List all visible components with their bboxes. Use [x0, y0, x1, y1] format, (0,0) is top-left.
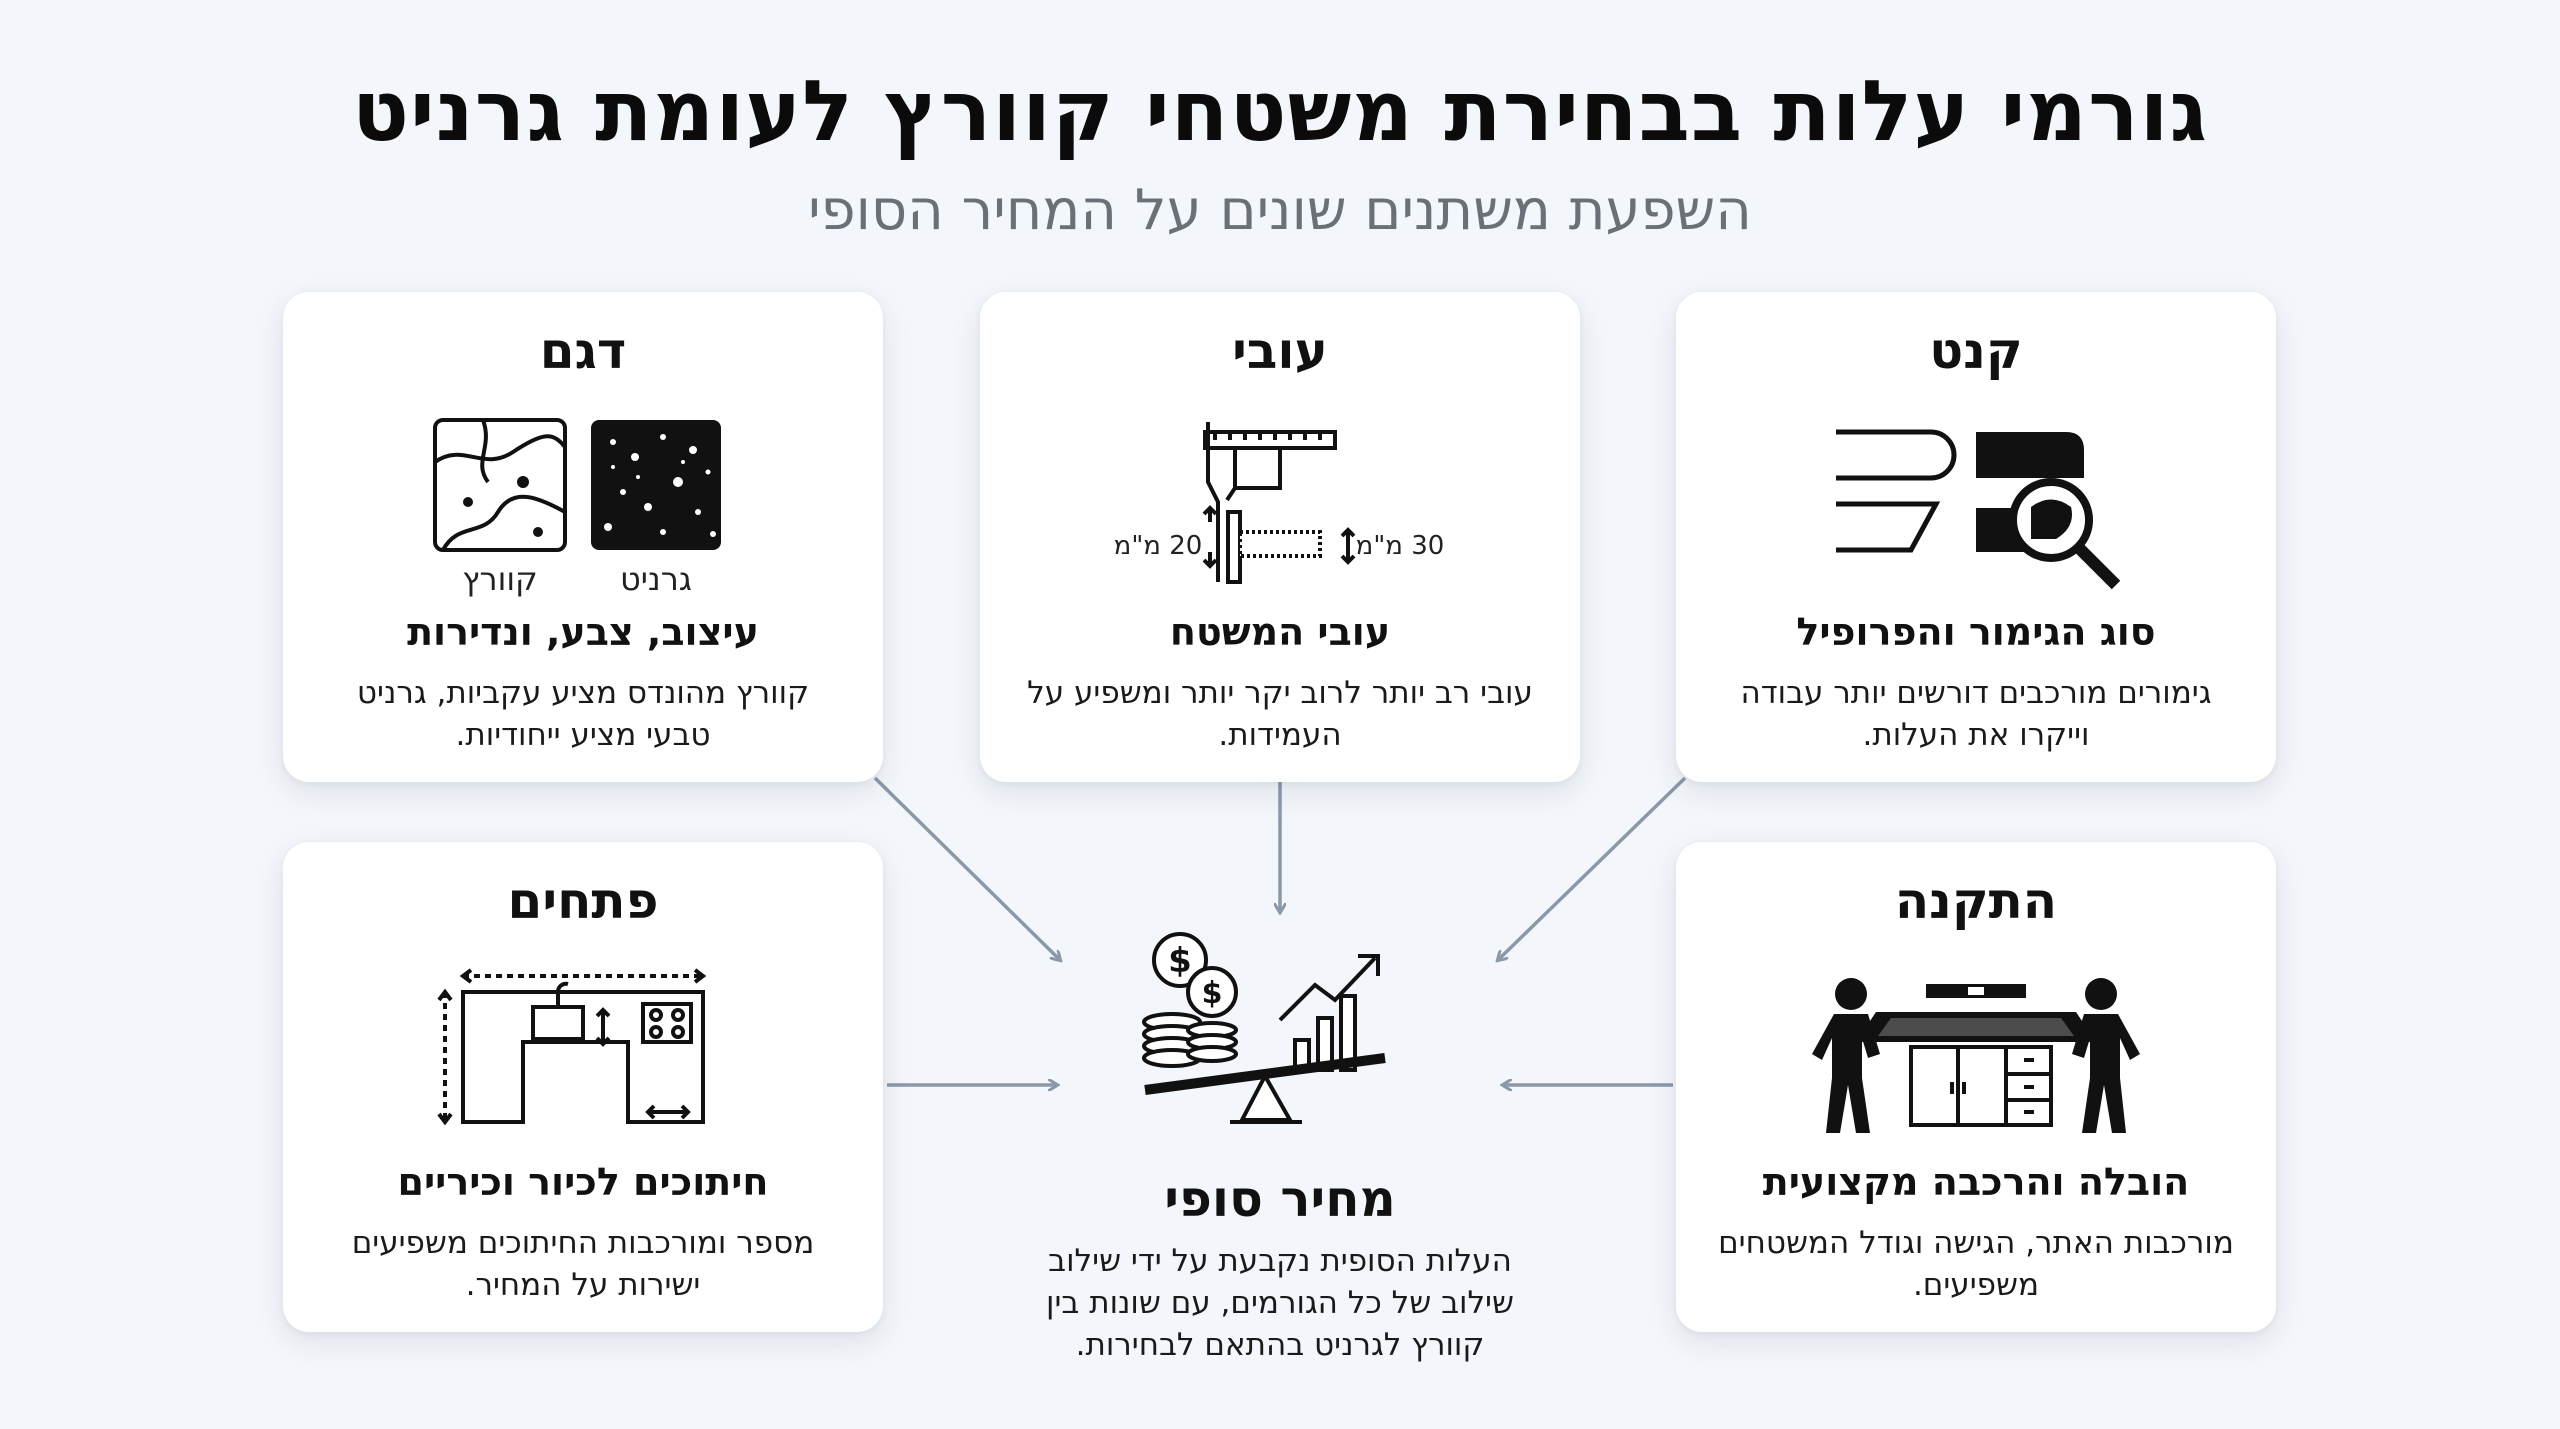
card-title: קנט	[1929, 322, 2023, 380]
card-title: דגם	[539, 322, 627, 380]
page-title: גורמי עלות בבחירת משטחי קוורץ לעומת גרני…	[351, 62, 2209, 160]
card-heading: עובי המשטח	[1169, 610, 1391, 654]
card-heading: עיצוב, צבע, ונדירות	[407, 610, 759, 654]
card-cutouts: פתחים חיתוכים לכיור וכיריים מספר ומורכבו…	[283, 842, 883, 1332]
kitchen-layout-icon	[437, 968, 707, 1126]
card-title: פתחים	[507, 872, 659, 930]
card-heading: חיתוכים לכיור וכיריים	[397, 1160, 769, 1204]
card-description: מספר ומורכבות החיתוכים משפיעים ישירות על…	[351, 1225, 815, 1303]
quartz-sample-icon	[433, 418, 567, 552]
card-pattern: דגם גרניט קוורץ עיצוב, צבע, ונדירות ק	[283, 292, 883, 782]
card-heading: הובלה והרכבה מקצועית	[1762, 1160, 2190, 1204]
svg-text:$: $	[1168, 941, 1192, 981]
granite-label: גרניט	[620, 560, 692, 598]
price-balance-icon: $ $	[1142, 932, 1386, 1124]
granite-sample-icon	[591, 420, 721, 550]
card-description: קוורץ מהונדס מציע עקביות, גרניט טבעי מצי…	[356, 675, 810, 753]
workers-installing-icon	[1812, 978, 2140, 1133]
sample-comparison-icon: גרניט קוורץ	[433, 418, 721, 598]
card-edge: קנט סוג הגימור והפרופיל גימורים מורכבים …	[1676, 292, 2276, 782]
thickness-30-label: 30 מ"מ	[1356, 531, 1445, 561]
quartz-label: קוורץ	[462, 560, 537, 598]
final-description: העלות הסופית נקבעת על ידי שילוב שילוב של…	[1046, 1243, 1514, 1363]
thickness-20-label: 20 מ"מ	[1114, 531, 1203, 561]
card-description: גימורים מורכבים דורשים יותר עבודה וייקרו…	[1740, 675, 2212, 753]
card-heading: סוג הגימור והפרופיל	[1796, 610, 2156, 654]
page-subtitle: השפעת משתנים שונים על המחיר הסופי	[808, 178, 1752, 243]
card-description: מורכבות האתר, הגישה וגודל המשטחים משפיעי…	[1718, 1225, 2234, 1303]
final-heading: מחיר סופי	[1164, 1170, 1396, 1228]
card-title: עובי	[1232, 322, 1328, 380]
card-description: עובי רב יותר לרוב יקר יותר ומשפיע על העמ…	[1027, 675, 1533, 753]
card-installation: התקנה הובלה והרכבה מקצועית מורכבות האתר,…	[1676, 842, 2276, 1332]
caliper-icon: 20 מ"מ 30 מ"מ	[1114, 422, 1445, 584]
card-thickness: עובי 20 מ"מ 30 מ"מ עובי המשטח עובי רב יו…	[980, 292, 1580, 782]
card-title: התקנה	[1894, 872, 2058, 930]
svg-text:$: $	[1202, 976, 1223, 1011]
magnifier-icon	[2009, 478, 2121, 590]
final-price: $ $ מחיר סופי העלות הסופית נקבעת על ידי …	[1020, 930, 1540, 1370]
edge-profile-icon	[1836, 429, 2121, 590]
